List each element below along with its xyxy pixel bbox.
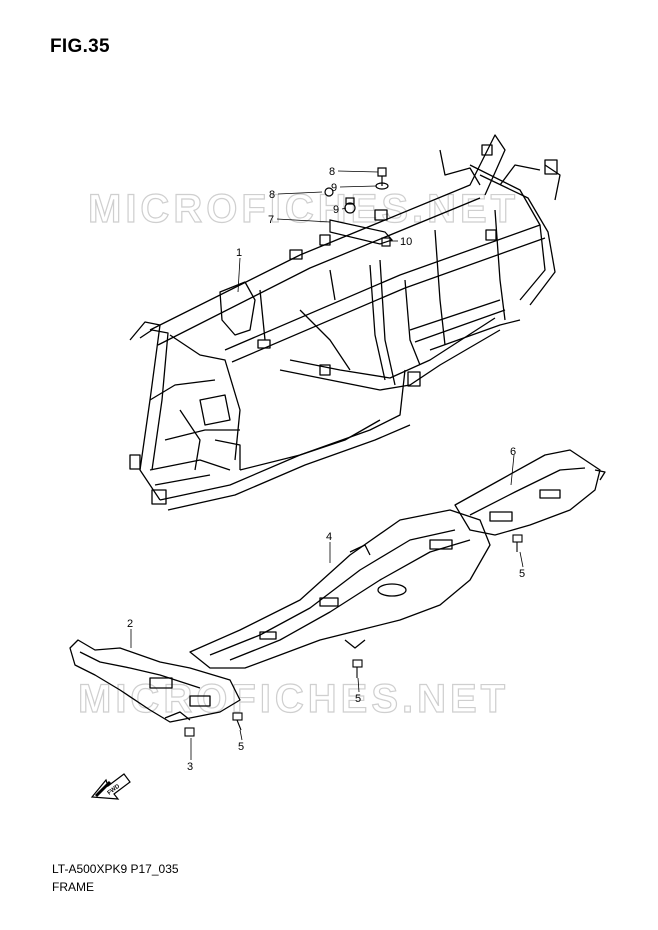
callout-6: 6: [510, 446, 516, 458]
callout-7: 7: [268, 214, 274, 226]
callout-9-top: 9: [331, 182, 337, 194]
callout-8-left: 8: [269, 189, 275, 201]
figure-title: FIG.35: [50, 36, 110, 57]
model-code: LT-A500XPK9 P17_035: [52, 862, 179, 876]
front-skid-plate: [69, 639, 241, 723]
callout-8-top: 8: [329, 166, 335, 178]
callout-5-front: 5: [238, 741, 244, 753]
callout-5-rear: 5: [519, 568, 525, 580]
main-frame: [129, 134, 561, 511]
callout-2: 2: [127, 618, 133, 630]
callout-5-center: 5: [355, 693, 361, 705]
rear-skid-plate: [454, 449, 606, 536]
watermark-top: MICROFICHES.NET: [88, 187, 519, 231]
callouts: 1 2 3 4 5 5 5 6 7 8 8 9 9 10: [127, 166, 525, 773]
callout-9-left: 9: [333, 204, 339, 216]
watermark-bottom: MICROFICHES.NET: [78, 677, 509, 721]
callout-4: 4: [326, 531, 332, 543]
leader-lines: [130, 170, 524, 760]
bolts: [184, 534, 523, 737]
section-name: FRAME: [52, 880, 94, 894]
callout-1: 1: [236, 247, 242, 259]
callout-3: 3: [187, 761, 193, 773]
center-skid-plate: [189, 509, 491, 669]
callout-10: 10: [400, 236, 412, 248]
fwd-arrow: FWD: [90, 773, 131, 800]
